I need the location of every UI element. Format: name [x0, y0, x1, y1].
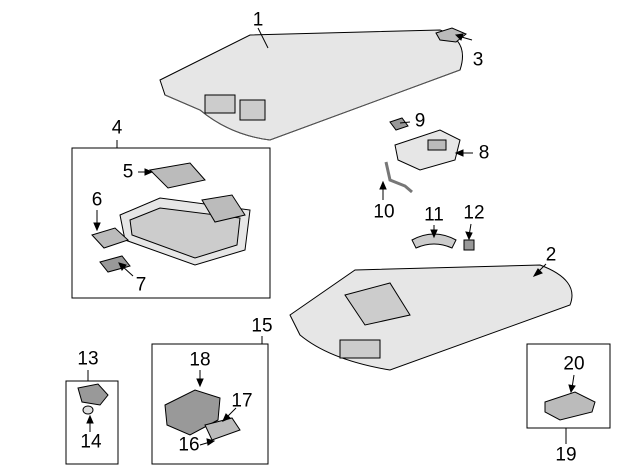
- callout-14: 14: [80, 431, 102, 453]
- callout-7: 7: [135, 274, 147, 296]
- callout-20: 20: [563, 353, 585, 375]
- console-parts-group-4: [91, 162, 251, 277]
- callout-1: 1: [252, 9, 264, 31]
- clip-part-3: [435, 27, 473, 43]
- callout-9: 9: [414, 110, 426, 132]
- headliner-part-2: [289, 263, 573, 371]
- callout-3: 3: [472, 49, 484, 71]
- callout-4: 4: [111, 117, 123, 139]
- callout-11: 11: [424, 204, 444, 226]
- callout-15: 15: [251, 315, 273, 337]
- lamp-group-19: [544, 374, 596, 421]
- group-box-4: [71, 147, 271, 299]
- assist-grip-part-11: [411, 223, 475, 251]
- callout-8: 8: [478, 142, 490, 164]
- callout-5: 5: [122, 161, 134, 183]
- group-box-13: [65, 380, 119, 465]
- lamp-group-13: [77, 383, 109, 432]
- group-box-15: [151, 343, 269, 465]
- callout-19: 19: [555, 444, 577, 466]
- callout-10: 10: [373, 201, 395, 223]
- callout-13: 13: [77, 348, 99, 370]
- callout-6: 6: [91, 189, 103, 211]
- callout-18: 18: [189, 349, 211, 371]
- group-box-19: [526, 343, 611, 429]
- callout-17: 17: [231, 390, 253, 412]
- callout-2: 2: [545, 244, 557, 266]
- callout-16: 16: [178, 434, 200, 456]
- callout-12: 12: [463, 202, 485, 224]
- sun-visor-part-8: [379, 117, 473, 200]
- dome-lamp-group-15: [164, 370, 241, 446]
- headliner-part-1: [159, 27, 463, 141]
